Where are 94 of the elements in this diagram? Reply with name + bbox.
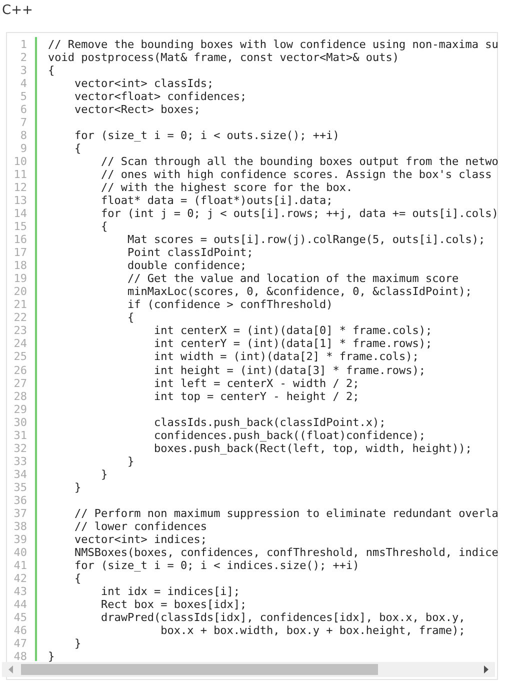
code-line: vector<float> confidences; bbox=[73, 90, 247, 103]
code-line: } bbox=[73, 637, 82, 650]
code-line: { bbox=[73, 142, 82, 155]
line-number: 22 bbox=[14, 311, 27, 324]
line-number: 27 bbox=[14, 376, 27, 390]
line-number: 33 bbox=[14, 454, 27, 468]
line-number: 48 bbox=[14, 650, 27, 664]
code-line: classIds.push_back(classIdPoint.x); bbox=[152, 416, 386, 429]
code-line: } bbox=[126, 454, 134, 468]
code-line: int idx = indices[i]; bbox=[100, 585, 240, 598]
code-line: double confidence; bbox=[126, 259, 247, 272]
code-line: // Scan through all the bounding boxes output from the netwo bbox=[100, 154, 498, 168]
code-line: boxes.push_back(Rect(left, top, width, height)); bbox=[152, 442, 472, 455]
line-number: 6 bbox=[20, 102, 27, 116]
line-number: 15 bbox=[14, 220, 27, 234]
code-line: for (size_t i = 0; i < outs.size(); ++i) bbox=[73, 128, 340, 142]
line-number: 35 bbox=[14, 480, 27, 494]
line-number: 25 bbox=[14, 350, 27, 364]
line-number: 23 bbox=[14, 324, 27, 338]
line-number: 32 bbox=[14, 442, 27, 455]
code-line: box.x + box.width, box.y + box.height, frame); bbox=[160, 624, 466, 638]
code-line: { bbox=[48, 64, 55, 77]
line-number: 11 bbox=[14, 168, 27, 181]
code-line: float* data = (float*)outs[i].data; bbox=[100, 194, 333, 207]
code-line: } bbox=[100, 468, 108, 481]
line-number: 41 bbox=[14, 559, 27, 572]
line-number: 4 bbox=[20, 76, 27, 90]
line-number: 30 bbox=[14, 416, 27, 429]
line-number: 37 bbox=[14, 506, 27, 520]
code-line: { bbox=[126, 311, 134, 324]
line-number: 14 bbox=[14, 207, 27, 220]
line-number: 31 bbox=[14, 428, 27, 442]
line-number: 24 bbox=[14, 337, 27, 350]
code-line: for (size_t i = 0; i < indices.size(); ++i) bbox=[73, 559, 360, 572]
code-line: Rect box = boxes[idx]; bbox=[100, 598, 247, 612]
line-number: 29 bbox=[14, 402, 27, 416]
line-number: 1 bbox=[20, 38, 27, 50]
code-line: // Get the value and location of the maximum score bbox=[126, 272, 459, 286]
code-line: vector<Rect> boxes; bbox=[73, 102, 200, 116]
line-number: 47 bbox=[14, 637, 27, 650]
line-number: 20 bbox=[14, 285, 27, 298]
code-line: vector<int> indices; bbox=[73, 533, 207, 546]
line-number: 34 bbox=[14, 468, 27, 481]
line-number: 42 bbox=[14, 572, 27, 586]
code-line: NMSBoxes(boxes, confidences, confThreshold, nmsThreshold, indice bbox=[73, 546, 498, 560]
code-line: // with the highest score for the box. bbox=[100, 180, 353, 194]
line-number: 46 bbox=[14, 624, 27, 638]
code-line: int centerX = (int)(data[0] * frame.cols); bbox=[152, 324, 432, 338]
code-line: // lower confidences bbox=[73, 520, 207, 533]
line-number: 44 bbox=[14, 598, 27, 612]
code-line: void postprocess(Mat& frame, const vector<Mat>& outs) bbox=[48, 50, 399, 64]
line-number: 36 bbox=[14, 494, 27, 507]
code-line: int top = centerY - height / 2; bbox=[152, 390, 360, 403]
code-line: // Remove the bounding boxes with low confidence using non-maxima su bbox=[48, 38, 498, 50]
line-number: 17 bbox=[14, 246, 27, 260]
line-number: 8 bbox=[20, 128, 27, 142]
code-line: // ones with high confidence scores. Assign the box's class bbox=[100, 168, 492, 181]
line-number: 45 bbox=[14, 611, 27, 624]
line-number: 16 bbox=[14, 233, 27, 246]
code-line: int width = (int)(data[2] * frame.cols); bbox=[152, 350, 419, 364]
code-line: int left = centerX - width / 2; bbox=[152, 376, 360, 390]
line-number: 2 bbox=[20, 50, 27, 64]
code-line: drawPred(classIds[idx], confidences[idx], box.x, box.y, bbox=[100, 611, 466, 624]
code-line: } bbox=[48, 650, 55, 664]
code-line: minMaxLoc(scores, 0, &confidence, 0, &classIdPoint); bbox=[126, 285, 472, 298]
line-number: 5 bbox=[20, 90, 27, 103]
language-label: C++ bbox=[2, 3, 33, 18]
line-number: 10 bbox=[14, 154, 27, 168]
code-line: Mat scores = outs[i].row(j).colRange(5, outs[i].cols); bbox=[126, 233, 486, 246]
line-number: 43 bbox=[14, 585, 27, 598]
code-line: int height = (int)(data[3] * frame.rows); bbox=[152, 364, 426, 376]
code-line: // Perform non maximum suppression to eliminate redundant overla bbox=[73, 506, 498, 520]
code-line: confidences.push_back((float)confidence); bbox=[152, 428, 426, 442]
line-number: 26 bbox=[14, 364, 27, 376]
line-number: 9 bbox=[20, 142, 27, 155]
code-line: for (int j = 0; j < outs[i].rows; ++j, data += outs[i].cols) bbox=[100, 207, 498, 220]
line-number: 40 bbox=[14, 546, 27, 560]
code-line: int centerY = (int)(data[1] * frame.rows); bbox=[152, 337, 432, 350]
code-line: if (confidence > confThreshold) bbox=[126, 298, 333, 312]
code-line: Point classIdPoint; bbox=[126, 246, 254, 260]
code-line: vector<int> classIds; bbox=[73, 76, 214, 90]
code-line: } bbox=[73, 480, 82, 494]
line-number: 21 bbox=[14, 298, 27, 312]
line-number: 19 bbox=[14, 272, 27, 286]
line-number: 28 bbox=[14, 390, 27, 403]
line-number: 38 bbox=[14, 520, 27, 533]
line-number: 12 bbox=[14, 180, 27, 194]
code-line: { bbox=[73, 572, 82, 586]
line-number: 39 bbox=[14, 533, 27, 546]
line-number: 3 bbox=[20, 64, 27, 77]
line-number: 7 bbox=[20, 116, 27, 129]
line-number: 18 bbox=[14, 259, 27, 272]
line-number: 13 bbox=[14, 194, 27, 207]
code-line: { bbox=[100, 220, 108, 234]
